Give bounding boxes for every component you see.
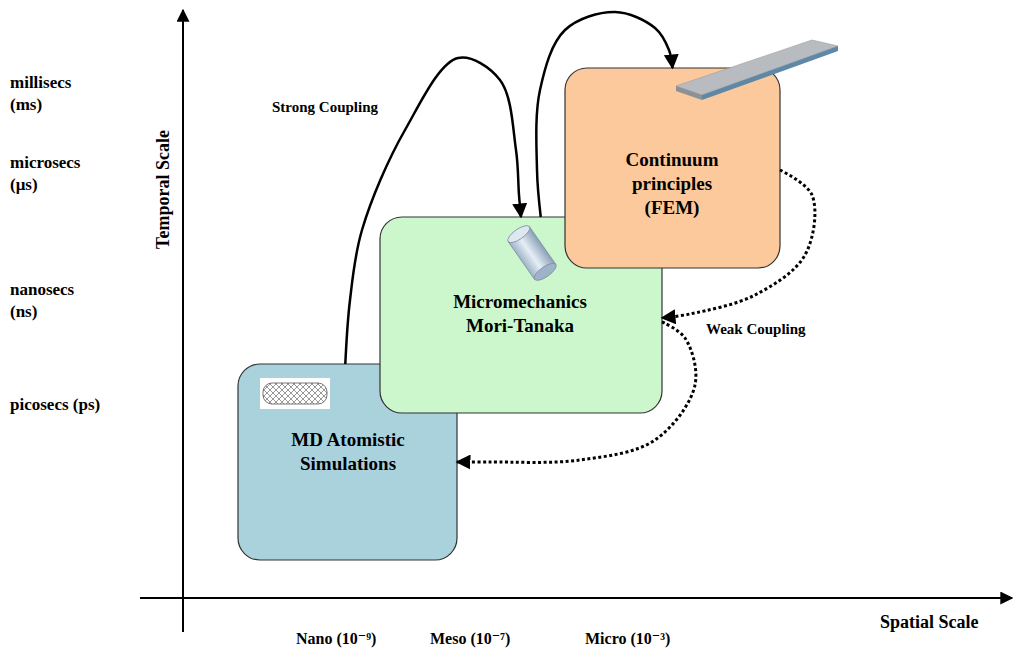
- spatial-scale-label: Micro (10⁻³): [585, 628, 700, 649]
- coupling-label: Strong Coupling: [272, 97, 400, 117]
- time-axis: [182, 10, 184, 632]
- continuum-box: Continuum principles (FEM): [565, 68, 780, 268]
- weak-coupling-arrow: [457, 322, 696, 463]
- box-title: MD Atomistic Simulations: [286, 428, 410, 476]
- spatial-scale-label: Meso (10⁻⁷): [430, 628, 540, 649]
- box-title: Micromechanics Mori-Tanaka: [433, 290, 608, 338]
- micromechanics-box: Micromechanics Mori-Tanaka: [380, 217, 662, 413]
- spatial-scale-label: Nano (10⁻⁹): [296, 628, 406, 649]
- time-scale-label: millisecs (ms): [10, 72, 105, 116]
- box-title: Continuum principles (FEM): [605, 148, 740, 220]
- box-shape: [565, 68, 780, 268]
- axis-title: Temporal Scale: [152, 100, 175, 280]
- coupling-label: Weak Coupling: [706, 319, 826, 339]
- time-scale-label: picosecs (ps): [10, 394, 105, 416]
- nanotube-icon: [260, 378, 330, 409]
- md-box: MD Atomistic Simulations: [238, 364, 457, 560]
- axis-title: Spatial Scale: [880, 611, 1020, 634]
- time-scale-label: microsecs (μs): [10, 152, 105, 196]
- time-scale-label: nanosecs (ns): [10, 279, 105, 323]
- plate-icon: [676, 40, 838, 100]
- fiber-cylinder-icon: [505, 223, 558, 284]
- space-axis: [140, 597, 1012, 599]
